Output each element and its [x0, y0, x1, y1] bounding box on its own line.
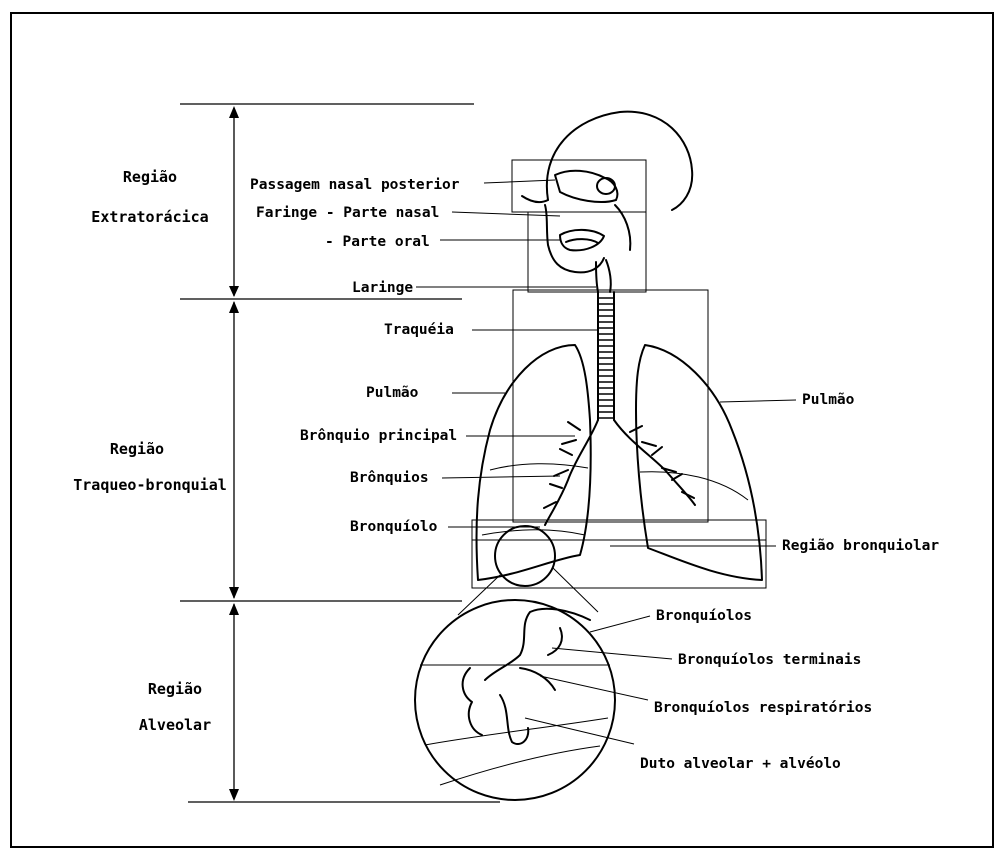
label-larynx: Laringe [352, 280, 413, 296]
region-extrathoracic-line1: Região [123, 168, 177, 186]
lungs-illustration [477, 345, 763, 580]
region-tracheobronchial-line2: Traqueo-bronquial [73, 476, 227, 494]
label-nasal-posterior: Passagem nasal posterior [250, 177, 460, 193]
region-tracheobronchial-line1: Região [110, 440, 164, 458]
head-illustration [512, 112, 692, 292]
label-lung-left: Pulmão [366, 385, 419, 401]
label-bronchiolar-region: Região bronquiolar [782, 538, 939, 554]
region-alveolar-line2: Alveolar [139, 716, 211, 734]
label-bronchi: Brônquios [350, 470, 429, 486]
alveolar-magnifier [415, 526, 615, 800]
region-alveolar-line1: Região [148, 680, 202, 698]
label-pharynx-oral: - Parte oral [325, 234, 430, 250]
label-pharynx-nasal: Faringe - Parte nasal [256, 205, 439, 221]
label-bronchiole: Bronquíolo [350, 519, 438, 535]
label-trachea: Traquéia [384, 322, 454, 338]
label-terminal-bronchioles: Bronquíolos terminais [678, 652, 861, 668]
label-lung-right: Pulmão [802, 392, 855, 408]
label-bronchioles: Bronquíolos [656, 608, 752, 624]
trachea-illustration [598, 292, 614, 420]
label-alveolar-duct: Duto alveolar + alvéolo [640, 756, 841, 772]
label-main-bronchus: Brônquio principal [300, 428, 457, 444]
label-respiratory-bronchioles: Bronquíolos respiratórios [654, 700, 872, 716]
region-extrathoracic-line2: Extratorácica [91, 208, 208, 226]
